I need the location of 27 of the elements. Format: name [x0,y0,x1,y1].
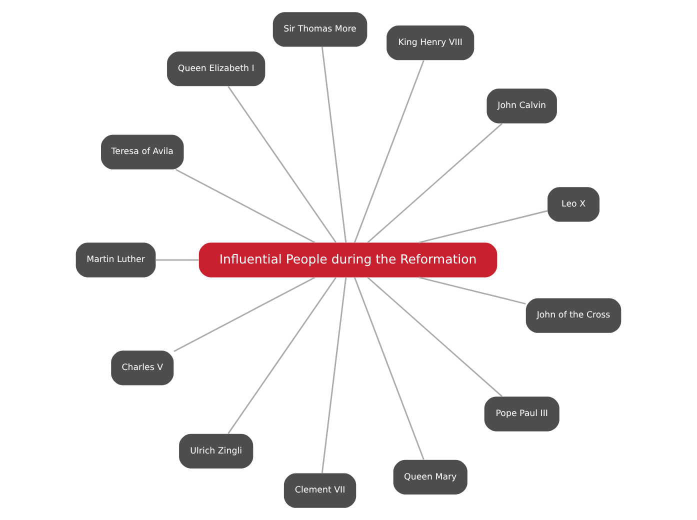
connector [354,60,424,243]
node-box: Martin Luther [76,242,156,278]
connector [156,259,199,261]
connector [367,276,503,397]
node-box: Leo X [548,187,600,222]
node-box: Teresa of Avila [101,134,184,170]
node-box: Charles V [111,350,174,386]
node-box: Ulrich Zingli [179,434,254,468]
node-box: Queen Elizabeth I [167,52,266,86]
connector [321,277,347,474]
connector [354,277,424,460]
connector [175,168,316,244]
node-box: Pope Paul III [484,396,560,432]
connector [418,276,526,304]
node-box: Clement VII [284,473,356,508]
connector [367,123,503,244]
node-box: King Henry VIII [386,26,474,60]
connector [228,277,336,434]
node-box: Queen Mary [393,460,468,494]
node-box: Influential People during the Reformation [198,242,498,278]
connector [174,276,316,352]
connector [228,86,336,243]
connector [321,46,347,243]
node-box: John of the Cross [526,298,622,333]
node-box: Sir Thomas More [272,12,368,47]
connector [418,210,548,244]
node-box: John Calvin [486,88,557,124]
